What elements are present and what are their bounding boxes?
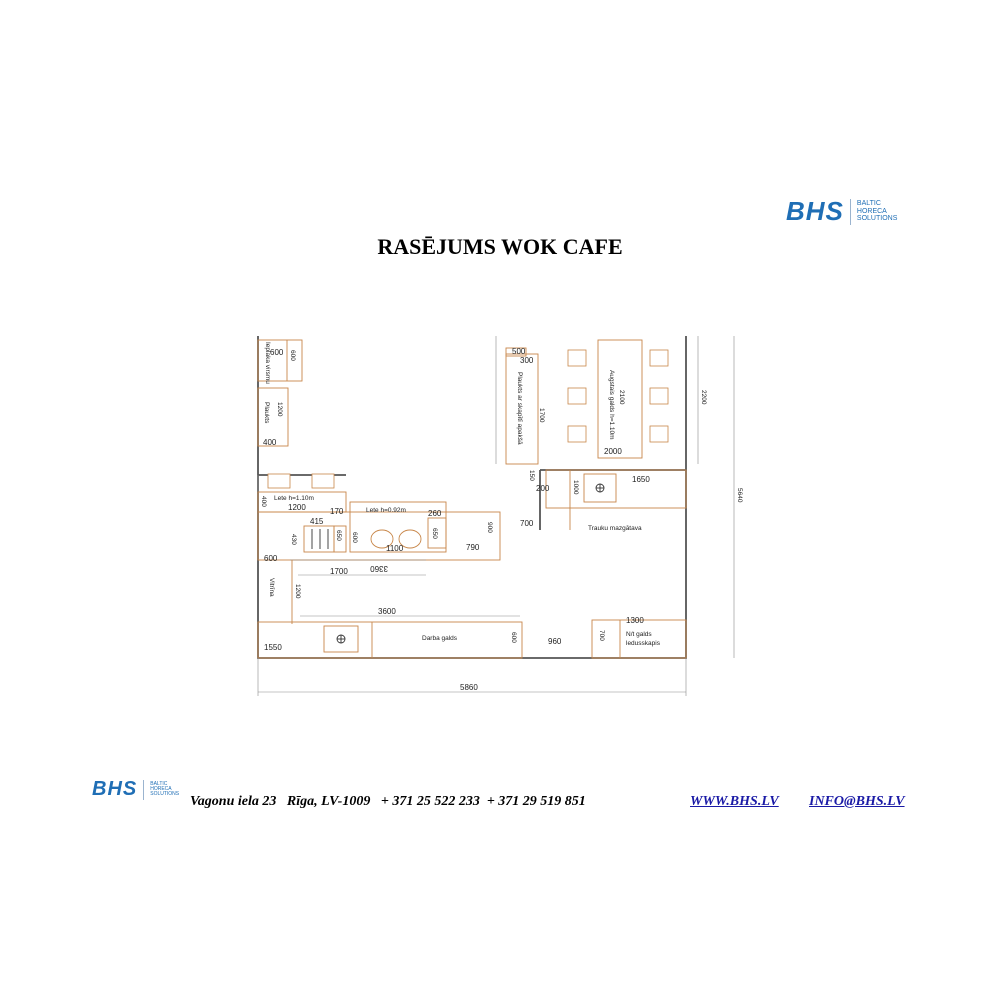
- chair: [649, 349, 669, 367]
- dim-1550: 1550: [264, 643, 282, 652]
- dim-1200: 1200: [294, 584, 301, 599]
- chair: [567, 349, 587, 367]
- label-lete-092: Lete h=0.92m: [366, 507, 406, 514]
- shelf-plaukts: [257, 387, 289, 447]
- dim-650: 650: [335, 530, 342, 541]
- dim-1000: 1000: [572, 480, 579, 495]
- room-walls: [257, 336, 687, 659]
- footer-logo-divider: [143, 779, 145, 800]
- label-plaukts-skapi: Plaukts ar skapītī apakšā: [516, 372, 523, 445]
- website-link[interactable]: WWW.BHS.LV: [690, 794, 779, 809]
- floor-plan: .wall { stroke:#555; stroke-width:1.8; f…: [257, 336, 743, 696]
- dim-600: 600: [264, 554, 278, 563]
- label-darba-galds: Darba galds: [422, 635, 458, 642]
- dim-1200: 1200: [288, 503, 306, 512]
- dim-600: 600: [510, 632, 517, 643]
- side-unit-right: [427, 517, 447, 549]
- label-trauku: Trauku mazgātava: [588, 525, 642, 532]
- dim-1700: 1700: [330, 567, 348, 576]
- dish-sink: [583, 473, 617, 503]
- dim-1650: 1650: [632, 475, 650, 484]
- dim-700: 700: [520, 519, 534, 528]
- label-lete-110: Lete h=1.10m: [274, 495, 314, 502]
- stool: [267, 473, 291, 489]
- round-sink: [370, 529, 394, 549]
- dim-900: 900: [486, 522, 493, 533]
- dim-415: 415: [310, 517, 324, 526]
- label-fridge-2: ledusskapis: [626, 640, 661, 647]
- bhs-logo: BHS BALTIC HORECA SOLUTIONS: [786, 196, 897, 227]
- dim-700: 700: [598, 630, 605, 641]
- footer-logo-sub-line: SOLUTIONS: [150, 791, 180, 798]
- side-unit: [333, 525, 347, 553]
- dim-200: 200: [536, 484, 550, 493]
- email-link[interactable]: INFO@BHS.LV: [809, 794, 905, 809]
- fridge-table: [591, 619, 687, 659]
- logo-subtitle: BALTIC HORECA SOLUTIONS: [857, 200, 897, 222]
- sink-counter-top: [257, 339, 303, 382]
- dim-650: 650: [431, 528, 438, 539]
- dim-300: 300: [520, 356, 534, 365]
- label-vitrina: Vitrīna: [268, 578, 275, 597]
- logo-sub-line: BALTIC: [856, 200, 881, 208]
- shelf-top: [505, 347, 527, 357]
- chair: [567, 425, 587, 443]
- dim-400: 400: [263, 438, 277, 447]
- footer-logo-brand: BHS: [92, 778, 138, 800]
- shelf-with-cabinet: [505, 353, 539, 465]
- logo-sub-line: HORECA: [856, 207, 887, 215]
- dim-1300: 1300: [626, 616, 644, 625]
- chair: [567, 387, 587, 405]
- dim-3600: 3600: [378, 607, 396, 616]
- dim-500: 500: [512, 347, 526, 356]
- label-fridge-1: N/t galds: [626, 631, 652, 638]
- dim-600: 600: [351, 532, 358, 543]
- dim-2100: 2100: [618, 390, 625, 405]
- logo-divider: [849, 198, 851, 225]
- dim-2000: 2000: [604, 447, 622, 456]
- dishwashing-station: [545, 469, 687, 509]
- dim-5640: 5640: [736, 488, 743, 503]
- work-table-sink: [323, 625, 359, 653]
- dim-1100: 1100: [386, 544, 404, 553]
- footer-logo: BHS BALTIC HORECA SOLUTIONS: [92, 778, 179, 801]
- page-title: RASĒJUMS WOK CAFE: [377, 234, 623, 259]
- logo-sub-line: SOLUTIONS: [856, 215, 898, 223]
- dim-1700: 1700: [538, 408, 545, 423]
- work-table-darba-galds: [257, 621, 523, 659]
- round-sink: [398, 529, 422, 549]
- footer-logo-sub-line: HORECA: [150, 785, 172, 792]
- dim-3360: 3360: [370, 564, 388, 573]
- footer-logo-subtitle: BALTIC HORECA SOLUTIONS: [150, 780, 180, 798]
- label-plaukts: Plaukts: [263, 402, 270, 424]
- chair: [649, 425, 669, 443]
- dim-430: 430: [290, 534, 297, 545]
- dim-600: 600: [270, 348, 284, 357]
- label-augstais-galds: Augstais galds h=1.10m: [608, 370, 615, 440]
- footer-address: Vagonu iela 23 Rīga, LV-1009 + 371 25 52…: [190, 794, 586, 809]
- dim-5860: 5860: [460, 683, 478, 692]
- stool: [311, 473, 335, 489]
- footer-logo-sub-line: BALTIC: [150, 780, 168, 787]
- high-table: [597, 339, 643, 459]
- dim-260: 260: [428, 509, 442, 518]
- dim-400: 400: [260, 496, 267, 507]
- dim-2200: 2200: [700, 390, 707, 405]
- dim-600: 600: [289, 350, 296, 361]
- dim-960: 960: [548, 637, 562, 646]
- cooktop-unit: [303, 525, 335, 553]
- dim-790: 790: [466, 543, 480, 552]
- logo-brand: BHS: [786, 196, 844, 226]
- label-virsmu: Ieplaka virsmu: [264, 342, 271, 384]
- dim-150: 150: [528, 470, 535, 481]
- dim-170: 170: [330, 507, 344, 516]
- chair: [649, 387, 669, 405]
- dim-1200: 1200: [276, 402, 283, 417]
